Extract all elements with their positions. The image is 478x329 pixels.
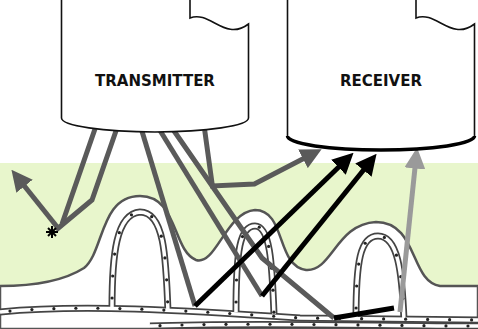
blood-cell	[110, 296, 113, 299]
reflected-ray	[262, 162, 370, 296]
blood-cell	[422, 324, 425, 327]
blood-cell	[312, 323, 315, 326]
blood-cell	[160, 235, 163, 238]
blood-cell	[30, 308, 33, 311]
blood-cell	[166, 300, 169, 303]
blood-cell	[466, 324, 469, 327]
blood-cell	[354, 306, 357, 309]
blood-cell	[316, 317, 319, 320]
blood-cell	[130, 213, 133, 216]
device-cylinder: TRANSMITTER	[60, 0, 250, 134]
blood-cell	[246, 323, 249, 326]
blood-cell	[357, 263, 360, 266]
cylinder-outline	[60, 0, 250, 134]
blood-cell	[426, 318, 429, 321]
blood-cell	[206, 311, 209, 314]
blood-cell	[272, 311, 275, 314]
blood-cell	[235, 278, 238, 281]
incident-ray	[172, 128, 334, 318]
blood-cell	[378, 324, 381, 327]
blood-cell	[267, 245, 270, 248]
blood-cell	[383, 236, 386, 239]
blood-cell	[8, 309, 11, 312]
blood-cell	[224, 323, 227, 326]
blood-cell	[360, 317, 363, 320]
blood-cell	[180, 323, 183, 326]
blood-cell	[113, 253, 116, 256]
blood-cell	[250, 313, 253, 316]
blood-cell	[184, 309, 187, 312]
blood-cell	[404, 318, 407, 321]
blood-cell	[448, 318, 451, 321]
blood-cell	[382, 317, 385, 320]
blood-cell	[165, 278, 168, 281]
blood-cell	[158, 324, 161, 327]
blood-cell	[356, 323, 359, 326]
device-cylinder: RECEIVER	[286, 0, 476, 152]
blood-cell	[74, 307, 77, 310]
blood-cell	[470, 318, 473, 321]
blood-cell	[268, 323, 271, 326]
blood-cell	[162, 308, 165, 311]
blood-cell	[290, 323, 293, 326]
blood-cell	[118, 307, 121, 310]
light-paths	[18, 124, 416, 318]
absorption-star	[46, 226, 58, 238]
blood-cell	[444, 324, 447, 327]
blood-cell	[258, 226, 261, 229]
device-label: RECEIVER	[340, 72, 422, 90]
blood-cell	[111, 274, 114, 277]
reflected-ray	[400, 158, 416, 312]
blood-cell	[234, 300, 237, 303]
blood-cell	[334, 323, 337, 326]
blood-cell	[272, 315, 275, 318]
blood-cell	[202, 323, 205, 326]
blood-cell	[228, 312, 231, 315]
incident-ray	[141, 128, 195, 306]
blood-cell	[355, 284, 358, 287]
blood-cell	[364, 242, 367, 245]
blood-cell	[140, 308, 143, 311]
blood-cell	[96, 307, 99, 310]
device-label: TRANSMITTER	[95, 72, 215, 90]
incident-ray	[56, 128, 117, 230]
blood-cell	[52, 307, 55, 310]
scattered-ray	[18, 178, 58, 228]
blood-cell	[294, 316, 297, 319]
blood-cell	[271, 289, 274, 292]
blood-cell	[150, 215, 153, 218]
reflected-ray	[334, 308, 394, 318]
blood-cell	[118, 231, 121, 234]
blood-cell	[163, 256, 166, 259]
blood-cell	[400, 324, 403, 327]
blood-cell	[395, 254, 398, 257]
